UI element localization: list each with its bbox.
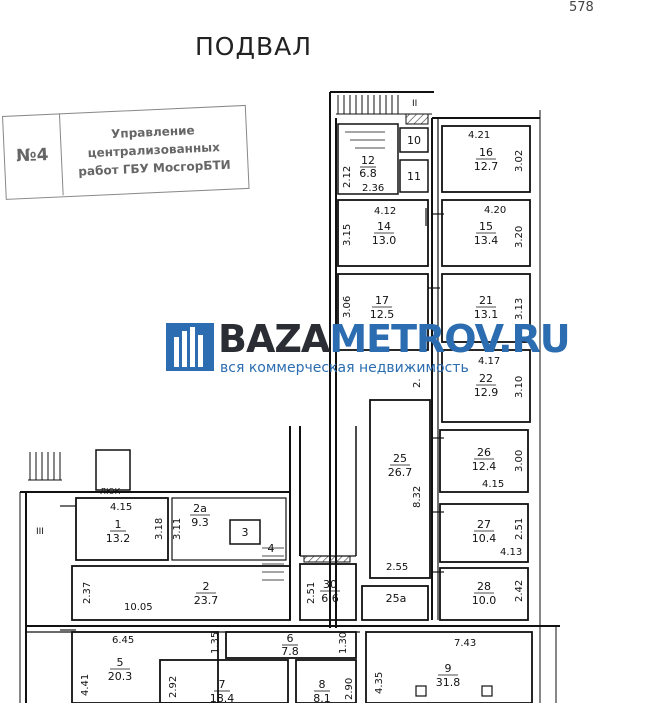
stair-top <box>336 95 432 115</box>
dim-4-13: 4.13 <box>500 547 522 558</box>
room-25-area: 26.7 <box>388 466 413 479</box>
dim-2-36: 2.36 <box>362 183 384 194</box>
dim-3-20: 3.20 <box>514 226 525 248</box>
stamp-org: Управление централизованных работ ГБУ Мо… <box>60 105 248 195</box>
room-28-area: 10.0 <box>472 594 497 607</box>
dim-3-10: 3.10 <box>514 376 525 398</box>
room-3-number: 3 <box>242 526 249 539</box>
dim-3-02: 3.02 <box>514 150 525 172</box>
dim-3-06: 3.06 <box>342 296 353 318</box>
dim-8-32: 8.32 <box>412 486 423 508</box>
room-16-number: 16 <box>479 146 493 159</box>
dim-4-15b: 4.15 <box>482 479 504 490</box>
stair-left <box>28 452 62 481</box>
dim-2-90: 2.90 <box>344 678 355 700</box>
watermark: BAZAMETROV.RU вся коммерческая недвижимо… <box>166 317 571 379</box>
room-9-number: 9 <box>445 662 452 675</box>
dim-4-41: 4.41 <box>80 674 91 696</box>
room-22-number: 22 <box>479 372 493 385</box>
room-10-number: 10 <box>407 134 421 147</box>
dim-2-51: 2.51 <box>306 582 317 604</box>
room-7-number: 7 <box>219 678 226 691</box>
room-27-area: 10.4 <box>472 532 497 545</box>
stair-mark: II <box>412 99 417 109</box>
left-mark: III <box>36 527 44 537</box>
room-15-area: 13.4 <box>474 234 499 247</box>
room-17-number: 17 <box>375 294 389 307</box>
dim-3-18: 3.18 <box>154 518 165 540</box>
bti-stamp: №4 Управление централизованных работ ГБУ… <box>2 104 250 200</box>
room-17-area: 12.5 <box>370 308 395 321</box>
room-1-number: 1 <box>115 518 122 531</box>
room-22-area: 12.9 <box>474 386 499 399</box>
room-14-number: 14 <box>377 220 391 233</box>
room-9-area: 31.8 <box>436 676 461 689</box>
room-2-number: 2 <box>203 580 210 593</box>
dim-4-35: 4.35 <box>374 672 385 694</box>
dim-1-35: 1.35 <box>210 632 221 654</box>
room-30-area: 6.6 <box>321 592 339 605</box>
plan-title: ПОДВАЛ <box>195 32 313 61</box>
watermark-logo-icon <box>166 323 214 371</box>
room-26-number: 26 <box>477 446 491 459</box>
hatch-label: ЛЮК <box>100 487 121 496</box>
dim-3-13: 3.13 <box>514 298 525 320</box>
room-2-area: 23.7 <box>194 594 219 607</box>
dim-3-11: 3.11 <box>172 518 183 540</box>
watermark-brand-blue: METROV.RU <box>329 317 570 361</box>
dim-4-12: 4.12 <box>374 206 396 217</box>
room-15-number: 15 <box>479 220 493 233</box>
dim-3-00: 3.00 <box>514 450 525 472</box>
dim-7-43: 7.43 <box>454 638 476 649</box>
dim-10-05: 10.05 <box>124 602 153 613</box>
room-14-area: 13.0 <box>372 234 397 247</box>
dim-4-20: 4.20 <box>484 205 506 216</box>
page-number: 578 <box>569 0 594 15</box>
dim-2: 2. <box>412 378 423 388</box>
dim-2-37: 2.37 <box>82 582 93 604</box>
dim-1-30: 1.30 <box>338 632 349 654</box>
watermark-brand-dark: BAZA <box>218 317 330 361</box>
dim-2-42: 2.42 <box>514 580 525 602</box>
room-21-area: 13.1 <box>474 308 499 321</box>
room-5-number: 5 <box>117 656 124 669</box>
dim-2-12: 2.12 <box>342 166 353 188</box>
room-12-number: 12 <box>361 154 375 167</box>
room-2a-number: 2a <box>193 502 207 515</box>
room-21-number: 21 <box>479 294 493 307</box>
room-11-number: 11 <box>407 170 421 183</box>
room-28-number: 28 <box>477 580 491 593</box>
dim-3-15: 3.15 <box>342 224 353 246</box>
room-25a-number: 25a <box>386 592 407 605</box>
room-30-number: 30 <box>323 578 337 591</box>
room-27-number: 27 <box>477 518 491 531</box>
dim-6-45: 6.45 <box>112 635 134 646</box>
dim-4-17: 4.17 <box>478 356 500 367</box>
watermark-brand: BAZAMETROV.RU <box>218 317 571 361</box>
dim-2-55: 2.55 <box>386 562 408 573</box>
room-6-area: 7.8 <box>281 645 299 658</box>
room-6-number: 6 <box>287 632 294 645</box>
room-26-area: 12.4 <box>472 460 497 473</box>
dim-4-15: 4.15 <box>110 502 132 513</box>
room-5-area: 20.3 <box>108 670 133 683</box>
dim-2-51b: 2.51 <box>514 518 525 540</box>
room-25-number: 25 <box>393 452 407 465</box>
room-8-number: 8 <box>319 678 326 691</box>
room-8-area: 8.1 <box>313 692 331 703</box>
room-1-area: 13.2 <box>106 532 131 545</box>
dim-2-92: 2.92 <box>168 676 179 698</box>
room-4-number: 4 <box>268 542 275 555</box>
room-7-area: 18.4 <box>210 692 235 703</box>
dim-4-21: 4.21 <box>468 130 490 141</box>
watermark-tagline: вся коммерческая недвижимость <box>220 360 469 376</box>
room-2a-area: 9.3 <box>191 516 209 529</box>
stamp-number: №4 <box>2 113 64 198</box>
room-16-area: 12.7 <box>474 160 499 173</box>
room-12-area: 6.8 <box>359 167 377 180</box>
